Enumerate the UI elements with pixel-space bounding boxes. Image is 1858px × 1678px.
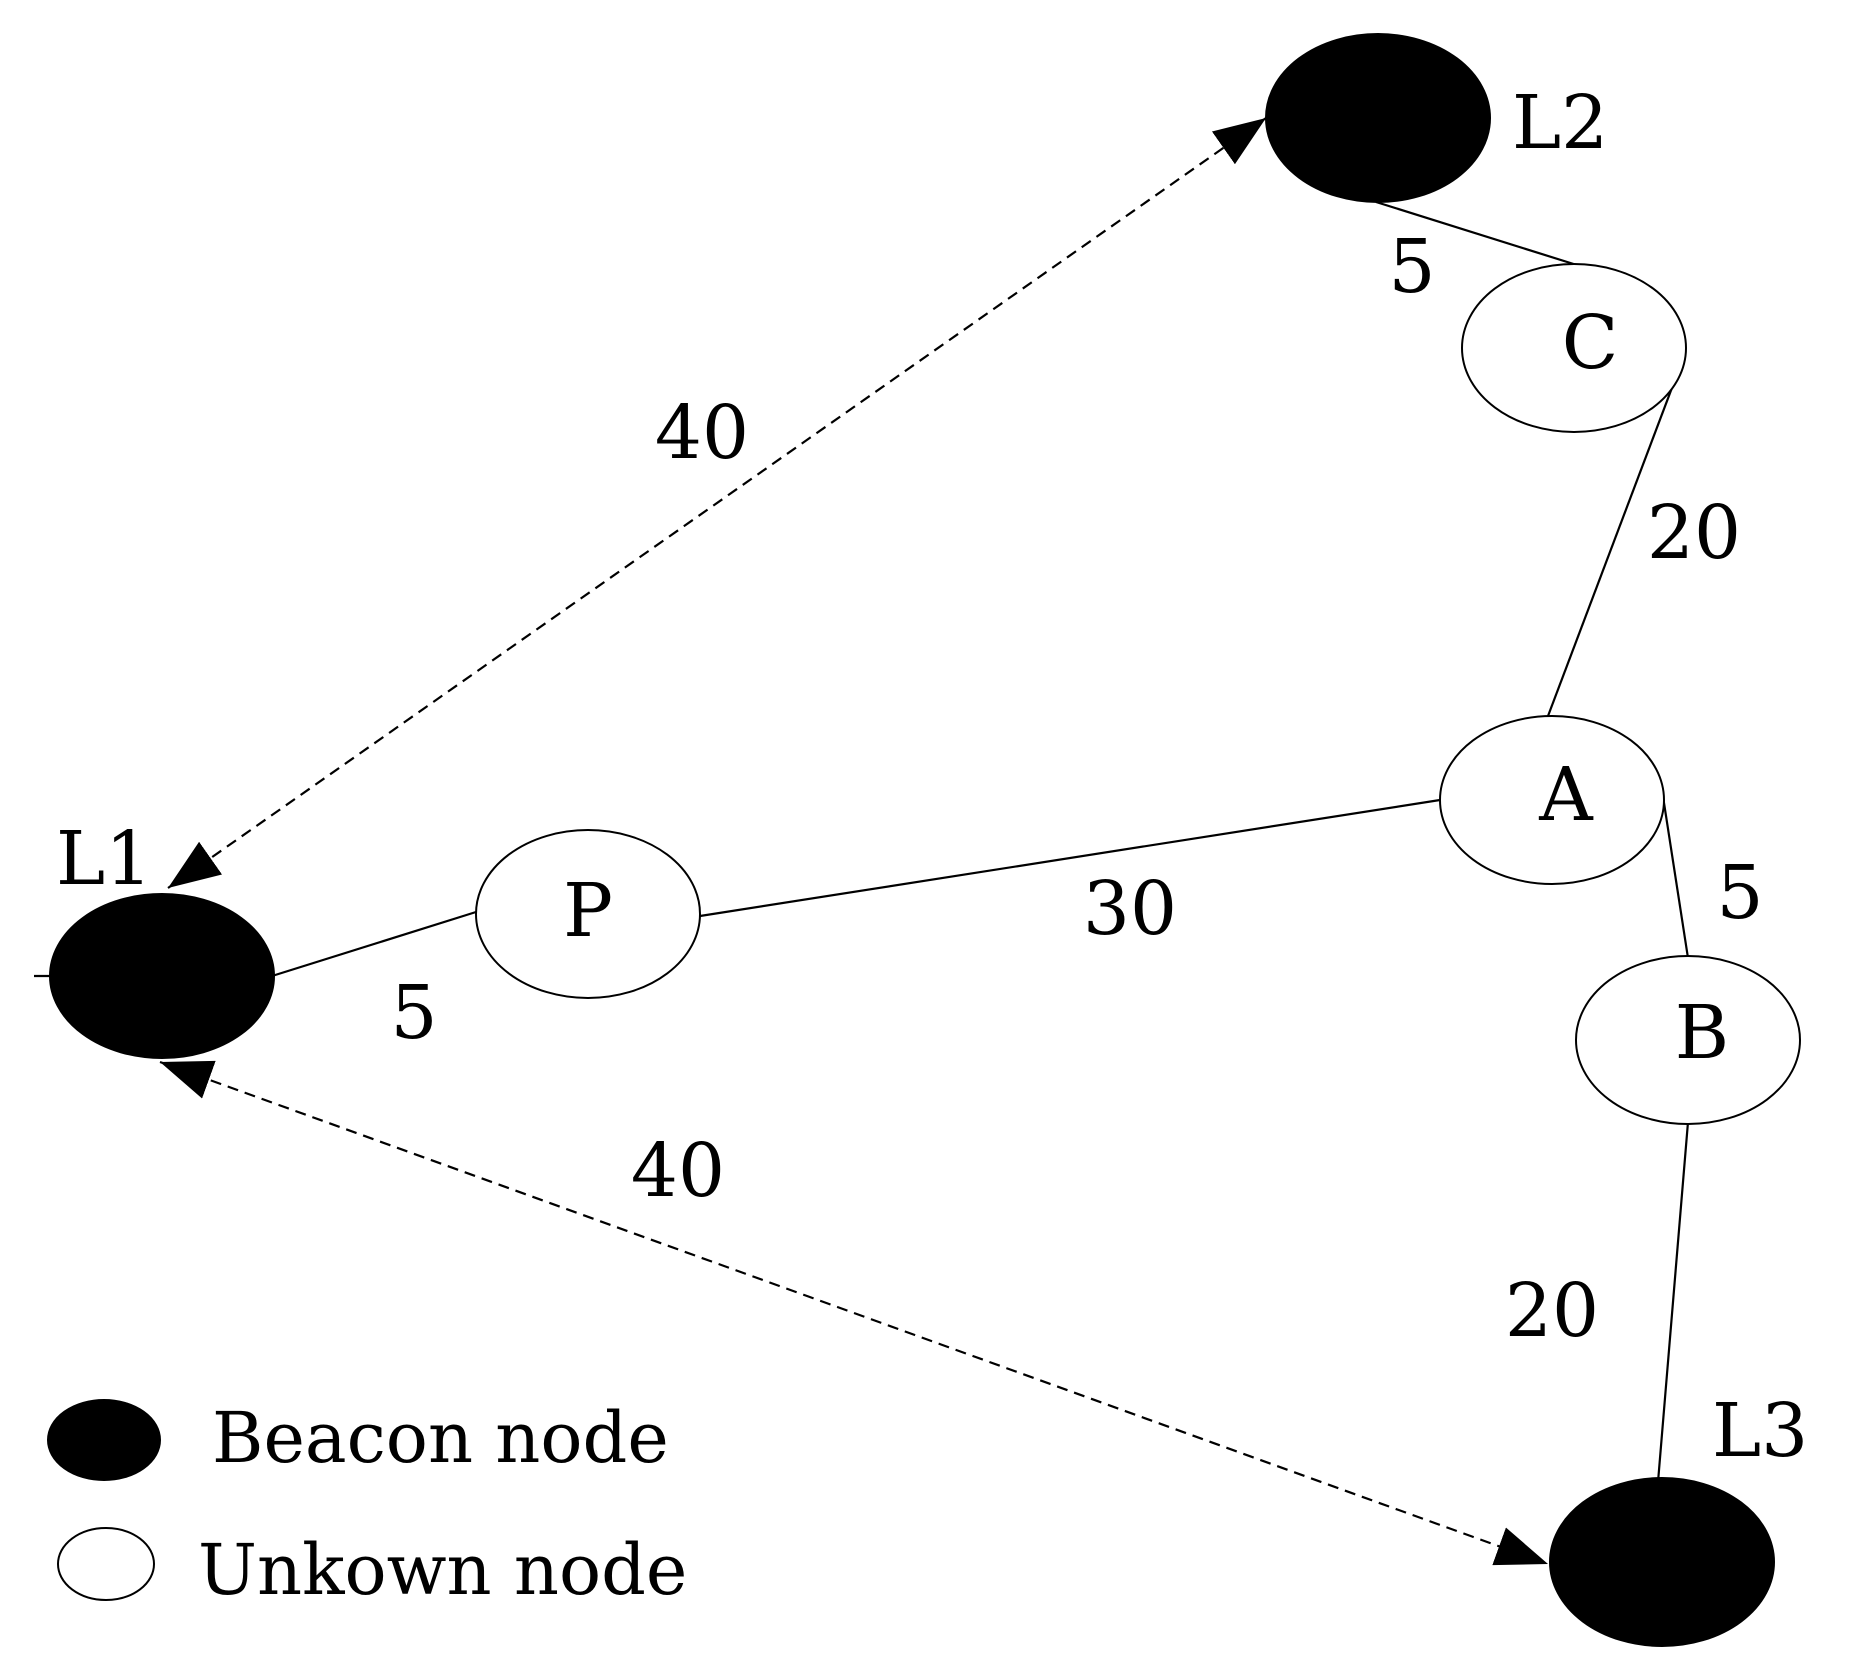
legend: Beacon node Unkown node: [47, 1397, 687, 1611]
edge-l1-l3: [159, 1060, 1549, 1566]
edge-a-c: [1546, 355, 1686, 717]
unknown-node-c: [1461, 263, 1687, 433]
edge-a-b: [1660, 789, 1690, 959]
edge-weight-a-b: 5: [1716, 850, 1763, 936]
edge-weight-b-l3: 20: [1505, 1268, 1599, 1354]
edge-c-l2: [1375, 200, 1581, 268]
edge-weight-p-a: 30: [1083, 866, 1177, 952]
unknown-node-a: [1439, 715, 1665, 885]
unknown-node-b: [1575, 955, 1801, 1125]
node-label-l1: L1: [56, 816, 152, 902]
edge-l1-p: [271, 910, 477, 978]
legend-unknown-label: Unkown node: [198, 1529, 687, 1611]
edge-weight-c-l2: 5: [1388, 224, 1435, 310]
node-label-b: B: [1675, 990, 1729, 1076]
legend-beacon-swatch: [47, 1399, 161, 1481]
node-label-a: A: [1538, 752, 1594, 838]
beacon-node-l1: [49, 893, 275, 1059]
edge-b-l3: [1656, 1121, 1690, 1483]
node-label-l3: L3: [1712, 1388, 1808, 1474]
node-label-l2: L2: [1512, 80, 1608, 166]
edge-weight-a-c: 20: [1647, 490, 1741, 576]
edge-weight-l1-l3: 40: [631, 1128, 725, 1214]
beacon-node-l3: [1549, 1477, 1775, 1647]
node-label-p: P: [563, 868, 613, 954]
edge-weight-l1-p: 5: [390, 970, 437, 1056]
beacon-node-l2: [1265, 33, 1491, 203]
node-label-c: C: [1562, 300, 1619, 386]
legend-unknown-swatch: [57, 1527, 155, 1601]
edge-l1-l2: [167, 117, 1267, 889]
legend-beacon-label: Beacon node: [212, 1397, 669, 1479]
unknown-node-p: [475, 829, 701, 999]
edge-p-a: [699, 798, 1441, 918]
edge-weight-l1-l2: 40: [655, 390, 749, 476]
